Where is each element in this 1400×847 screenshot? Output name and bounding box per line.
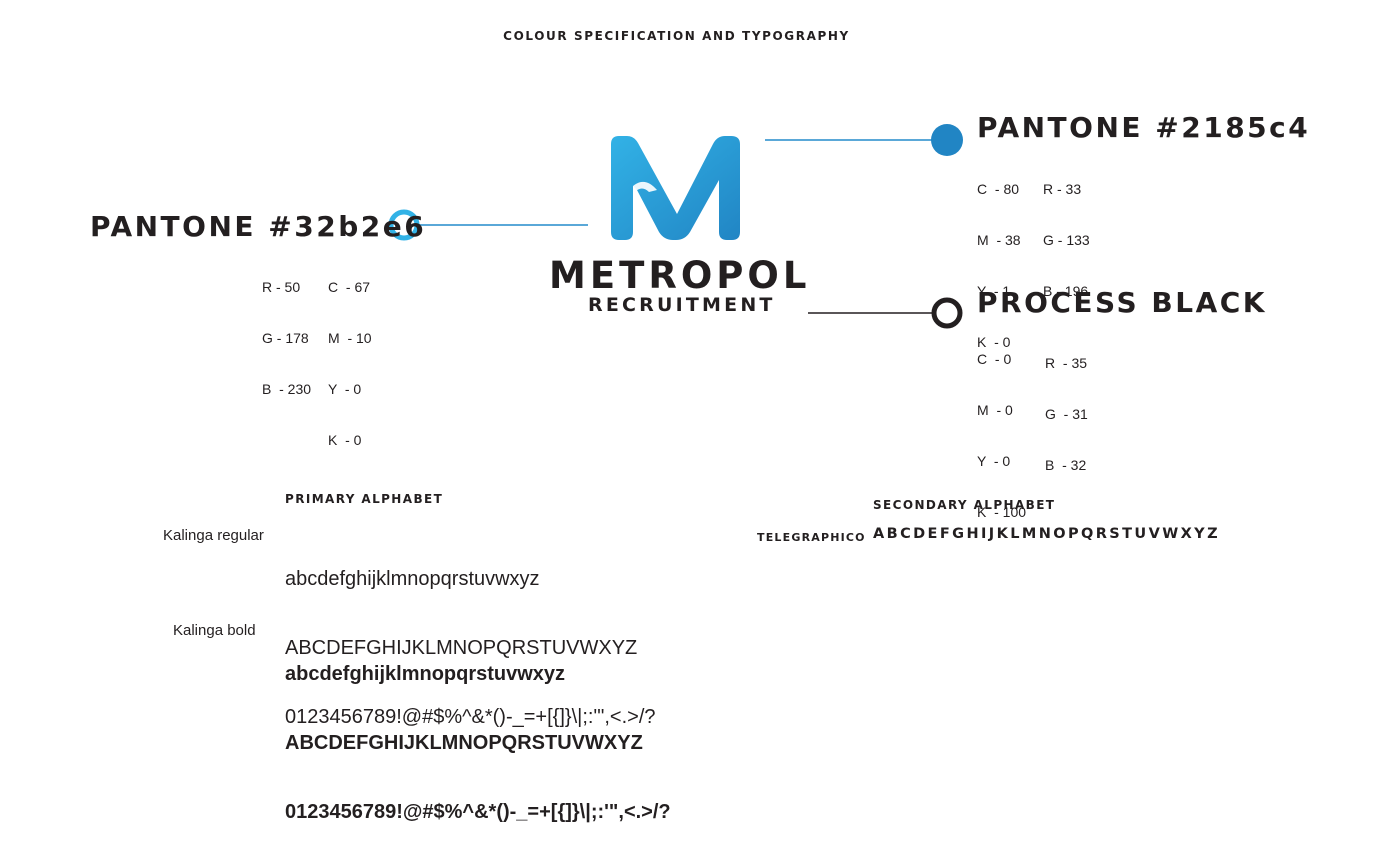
spec-value: C - 67 [328,279,371,295]
font-sample-telegraphico: ABCDEFGHIJKLMNOPQRSTUVWXYZ [873,526,1220,542]
sample-line-lowercase: abcdefghijklmnopqrstuvwxyz [285,663,566,685]
spec-value: K - 0 [328,432,362,448]
font-sample-regular: abcdefghijklmnopqrstuvwxyz ABCDEFGHIJKLM… [285,522,656,752]
spec-value: C - 0 [977,351,1012,367]
spec-value: Y - 0 [977,453,1011,469]
swatch-rgb-blue-light: R - 50 G - 178 B - 230 [262,245,311,415]
spec-value: M - 0 [977,402,1013,418]
page-title: COLOUR SPECIFICATION AND TYPOGRAPHY [503,29,850,43]
sample-line-uppercase: ABCDEFGHIJKLMNOPQRSTUVWXYZ [285,732,643,754]
spec-value: Y - 0 [328,381,362,397]
spec-value: G - 133 [1043,232,1090,248]
connector-graphics [388,124,963,329]
logo-tagline: RECRUITMENT [588,294,776,316]
secondary-alphabet-heading: SECONDARY ALPHABET [873,498,1056,512]
swatch-rgb-black: R - 35 G - 31 B - 32 [1045,321,1088,491]
swatch-title-black: PROCESS BLACK [977,286,1267,319]
sample-line-symbols: 0123456789!@#$%^&*()-_=+[{]}\|;:'",<.>/? [285,706,656,728]
swatch-cmyk-blue-light: C - 67 M - 10 Y - 0 K - 0 [328,245,372,466]
spec-value: R - 33 [1043,181,1082,197]
spec-value: M - 38 [977,232,1021,248]
spec-value: R - 35 [1045,355,1088,371]
font-label-regular: Kalinga regular [163,527,264,544]
swatch-title-blue-dark: PANTONE #2185c4 [977,111,1311,144]
spec-value: B - 196 [1043,283,1089,299]
spec-value: G - 178 [262,330,309,346]
swatch-ring-blue-light [388,209,420,241]
swatch-ring-black [931,297,963,329]
sample-line-symbols: 0123456789!@#$%^&*()-_=+[{]}\|;:'",<.>/? [285,801,671,823]
spec-value: K - 100 [977,504,1027,520]
font-sample-bold: abcdefghijklmnopqrstuvwxyz ABCDEFGHIJKLM… [285,617,671,847]
logo-wordmark: METROPOL [549,254,811,297]
swatch-title-blue-light: PANTONE #32b2e6 [90,210,427,243]
spec-value: Y - 1 [977,283,1011,299]
sample-line-lowercase: abcdefghijklmnopqrstuvwxyz [285,568,540,590]
swatch-dot-blue-dark [931,124,963,156]
spec-value: B - 32 [1045,457,1087,473]
primary-alphabet-heading: PRIMARY ALPHABET [285,492,444,506]
font-label-telegraphico: TELEGRAPHICO [757,531,866,544]
font-label-bold: Kalinga bold [173,622,256,639]
m-monogram-icon [611,136,740,240]
spec-value: G - 31 [1045,406,1088,422]
spec-value: R - 50 [262,279,301,295]
spec-value: K - 0 [977,334,1011,350]
spec-value: C - 80 [977,181,1020,197]
spec-value: M - 10 [328,330,372,346]
swatch-cmyk-black: C - 0 M - 0 Y - 0 K - 100 [977,317,1026,538]
swatch-rgb-blue-dark: R - 33 G - 133 B - 196 [1043,147,1090,317]
swatch-cmyk-blue-dark: C - 80 M - 38 Y - 1 K - 0 [977,147,1021,368]
sample-line-uppercase: ABCDEFGHIJKLMNOPQRSTUVWXYZ [285,637,638,659]
spec-value: B - 230 [262,381,312,397]
